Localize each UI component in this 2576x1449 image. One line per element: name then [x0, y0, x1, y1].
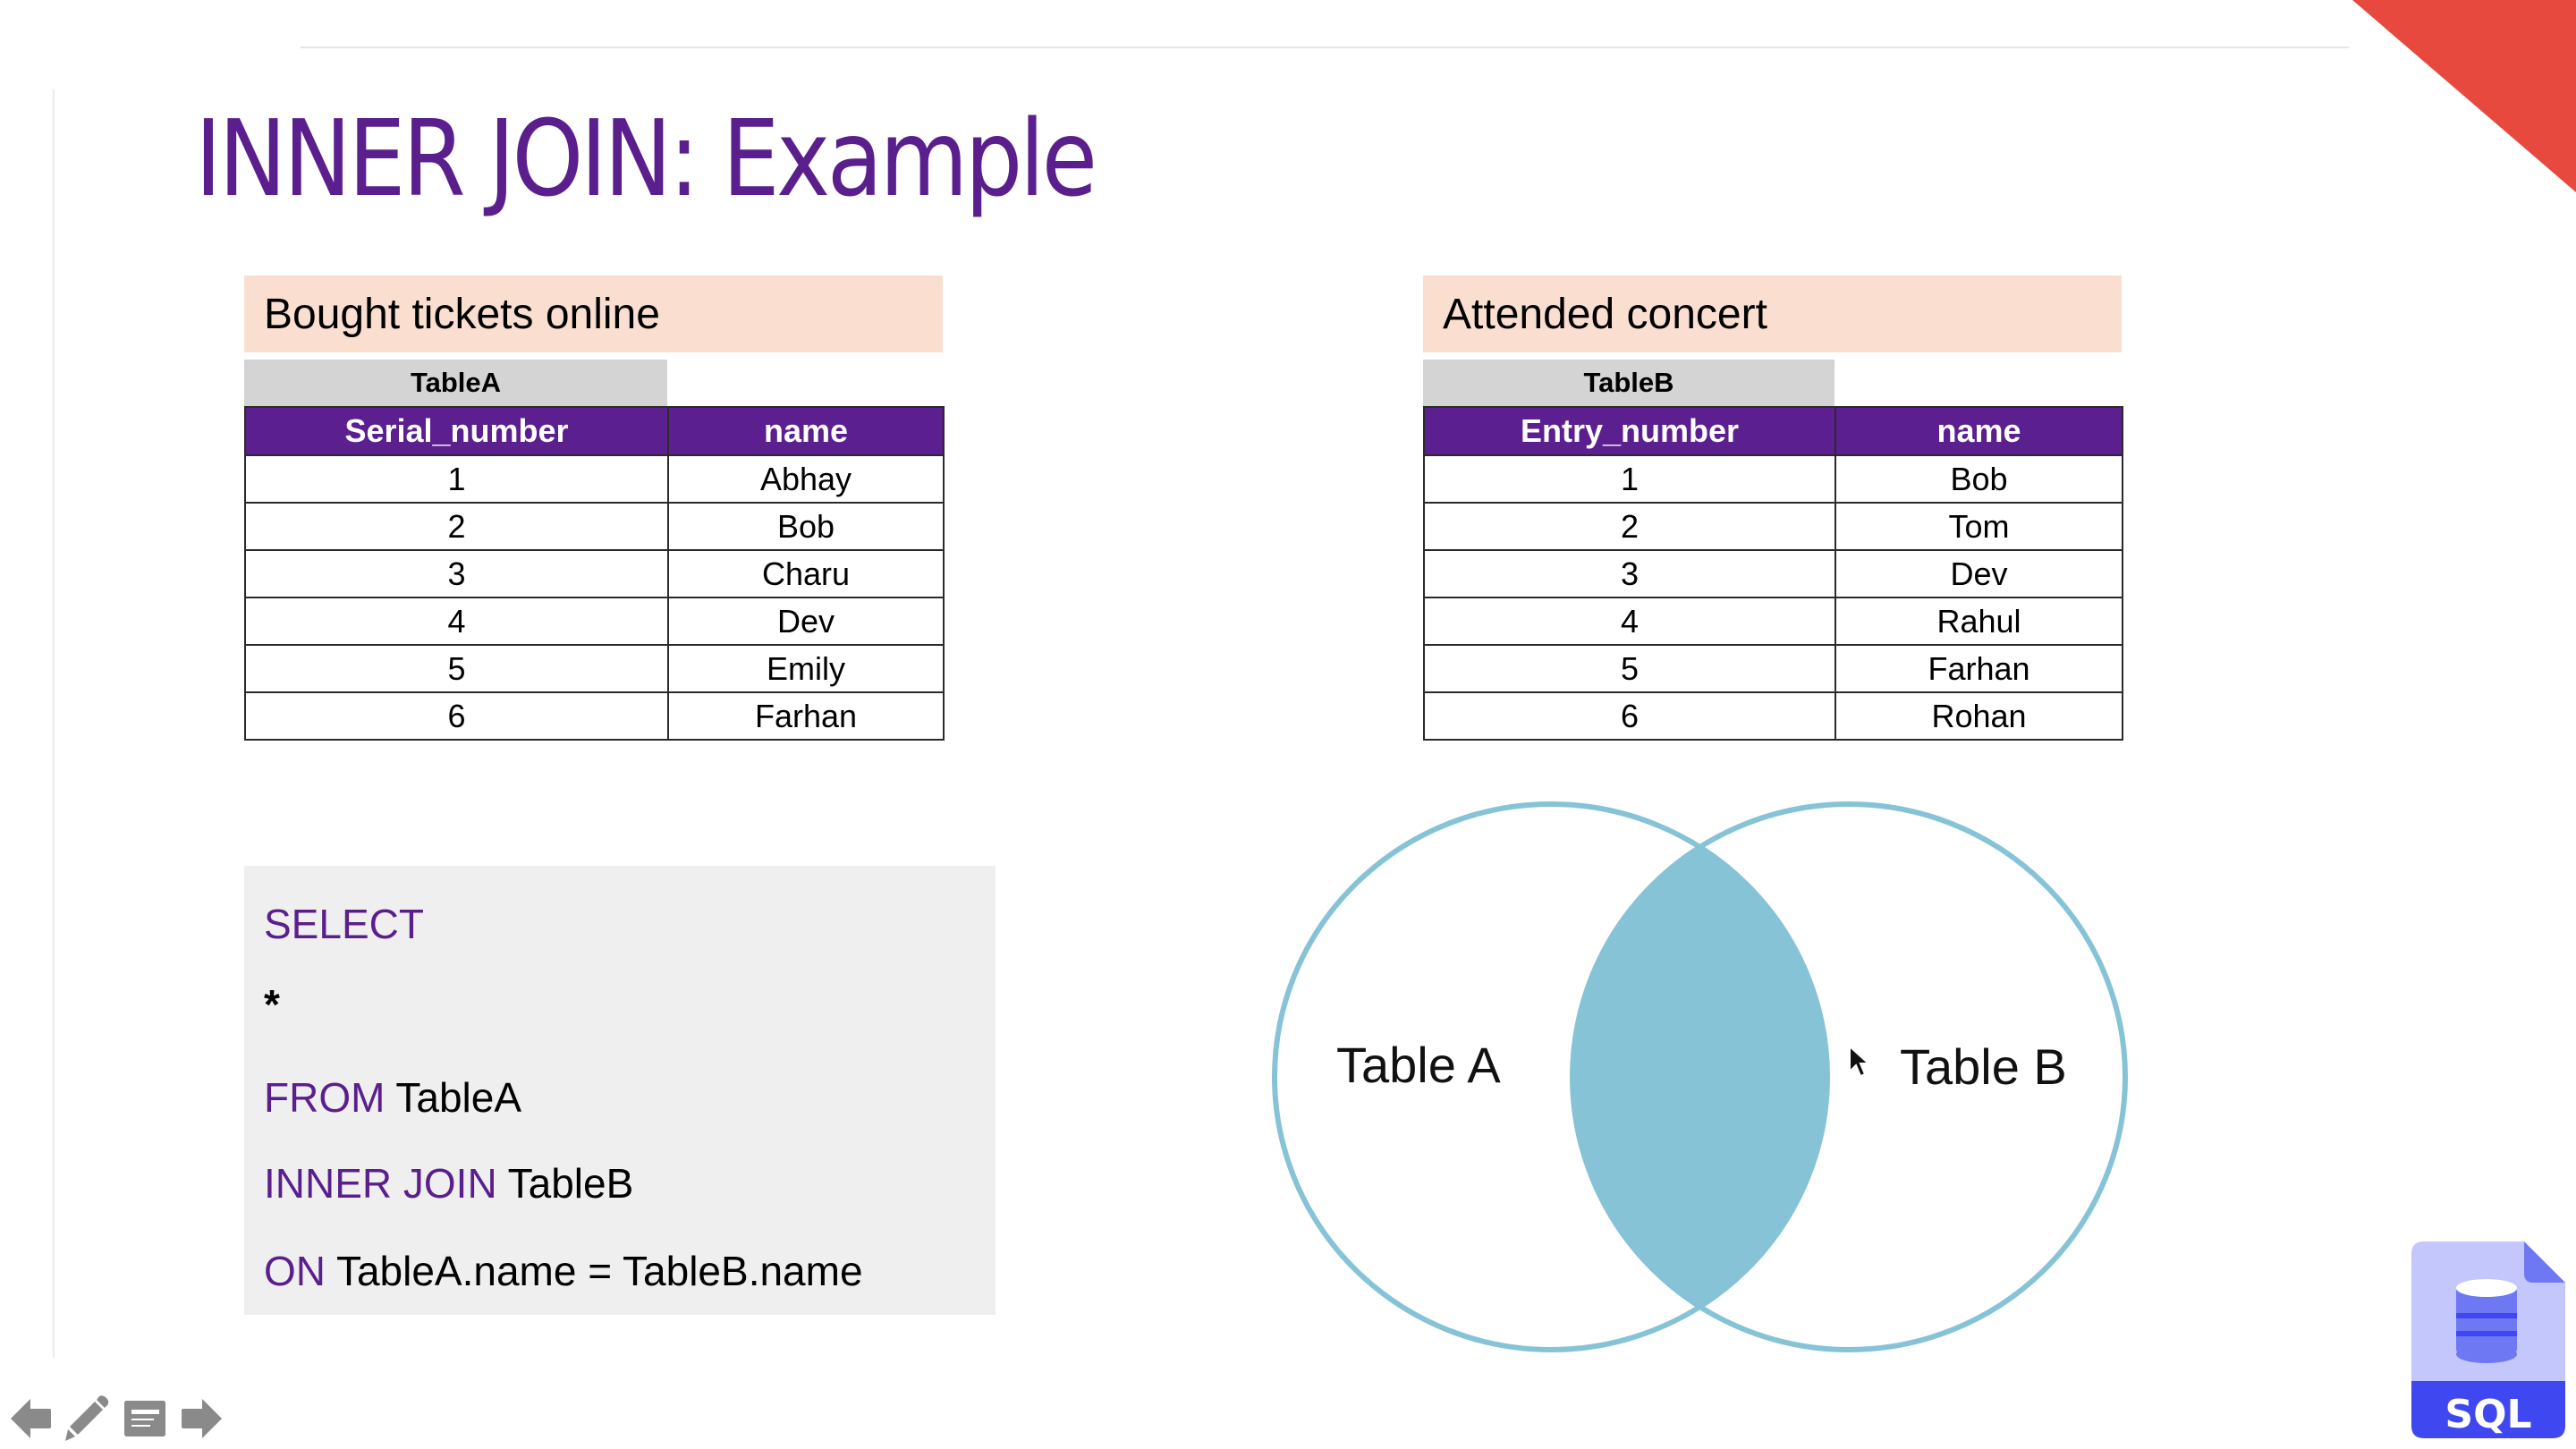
venn-svg — [1272, 801, 2128, 1352]
table-b-caption: Attended concert — [1423, 275, 2122, 352]
venn-intersection — [1572, 804, 1827, 1350]
table-a-block: Bought tickets online TableA Serial_numb… — [244, 275, 945, 741]
mouse-cursor-icon — [1849, 1045, 1871, 1078]
cell-name: Bob — [667, 502, 945, 551]
slide-title: INNER JOIN: Example — [195, 97, 1097, 220]
arrow-left-icon — [11, 1399, 51, 1438]
sql-text: TableA.name = TableB.name — [326, 1248, 863, 1294]
cell-serial: 2 — [244, 502, 669, 551]
sql-text: TableA — [385, 1074, 522, 1121]
slideshow-controls — [7, 1395, 225, 1442]
table-b-header-row: Entry_number name — [1423, 406, 2123, 456]
pencil-icon — [65, 1395, 109, 1441]
venn-diagram: Table A Table B — [1261, 796, 2156, 1360]
corner-accent-triangle — [2352, 0, 2576, 192]
cell-entry: 5 — [1423, 644, 1836, 693]
cell-name: Rahul — [1835, 597, 2123, 646]
sql-badge-label: SQL — [2445, 1392, 2531, 1437]
venn-circle-b — [1570, 801, 2128, 1352]
sql-line-from: FROM TableA — [264, 1073, 521, 1122]
sql-keyword: INNER JOIN — [264, 1160, 497, 1207]
table-a-header-row: Serial_number name — [244, 406, 945, 456]
column-header-entry-number: Entry_number — [1423, 406, 1836, 456]
venn-circle-a — [1272, 801, 1830, 1352]
sql-line-columns: * — [264, 980, 280, 1029]
sql-keyword: FROM — [264, 1074, 386, 1121]
left-divider-line — [53, 89, 55, 1358]
sql-query-box: SELECT * FROM TableA INNER JOIN TableB O… — [244, 866, 996, 1315]
sql-line-inner-join: INNER JOIN TableB — [264, 1159, 633, 1208]
cell-name: Dev — [667, 597, 945, 646]
cell-name: Dev — [1835, 549, 2123, 598]
sql-text: * — [264, 981, 280, 1028]
table-a-label: TableA — [244, 360, 667, 406]
column-header-serial-number: Serial_number — [244, 406, 669, 456]
sql-keyword: SELECT — [264, 901, 424, 947]
cell-entry: 3 — [1423, 549, 1836, 598]
column-header-name: name — [667, 406, 945, 456]
arrow-right-icon — [182, 1399, 222, 1438]
cell-name: Farhan — [1835, 644, 2123, 693]
table-b-block: Attended concert TableB Entry_number nam… — [1423, 275, 2123, 741]
cell-entry: 6 — [1423, 691, 1836, 741]
cell-entry: 2 — [1423, 502, 1836, 551]
cell-serial: 3 — [244, 549, 669, 598]
cell-name: Charu — [667, 549, 945, 598]
cell-serial: 5 — [244, 644, 669, 693]
table-b-label: TableB — [1423, 360, 1835, 406]
cell-name: Bob — [1835, 454, 2123, 504]
cell-name: Rohan — [1835, 691, 2123, 741]
notes-icon — [124, 1401, 165, 1436]
sql-line-select: SELECT — [264, 900, 424, 948]
pen-tool-button[interactable] — [64, 1395, 111, 1442]
cell-name: Tom — [1835, 502, 2123, 551]
cell-entry: 4 — [1423, 597, 1836, 646]
previous-slide-button[interactable] — [7, 1395, 54, 1442]
sql-file-icon: SQL — [2411, 1241, 2565, 1438]
sql-line-on: ON TableA.name = TableB.name — [264, 1247, 863, 1295]
venn-label-table-a: Table A — [1336, 1037, 1501, 1093]
table-a-caption: Bought tickets online — [244, 275, 943, 352]
top-divider-line — [301, 47, 2349, 48]
cell-entry: 1 — [1423, 454, 1836, 504]
cell-name: Abhay — [667, 454, 945, 504]
sql-text: TableB — [496, 1160, 634, 1207]
notes-button[interactable] — [122, 1395, 168, 1442]
cell-name: Emily — [667, 644, 945, 693]
cell-serial: 4 — [244, 597, 669, 646]
cell-name: Farhan — [667, 691, 945, 741]
cell-serial: 1 — [244, 454, 669, 504]
venn-label-table-b: Table B — [1900, 1038, 2067, 1095]
column-header-name: name — [1835, 406, 2123, 456]
next-slide-button[interactable] — [179, 1395, 225, 1442]
cell-serial: 6 — [244, 691, 669, 741]
sql-keyword: ON — [264, 1248, 326, 1294]
